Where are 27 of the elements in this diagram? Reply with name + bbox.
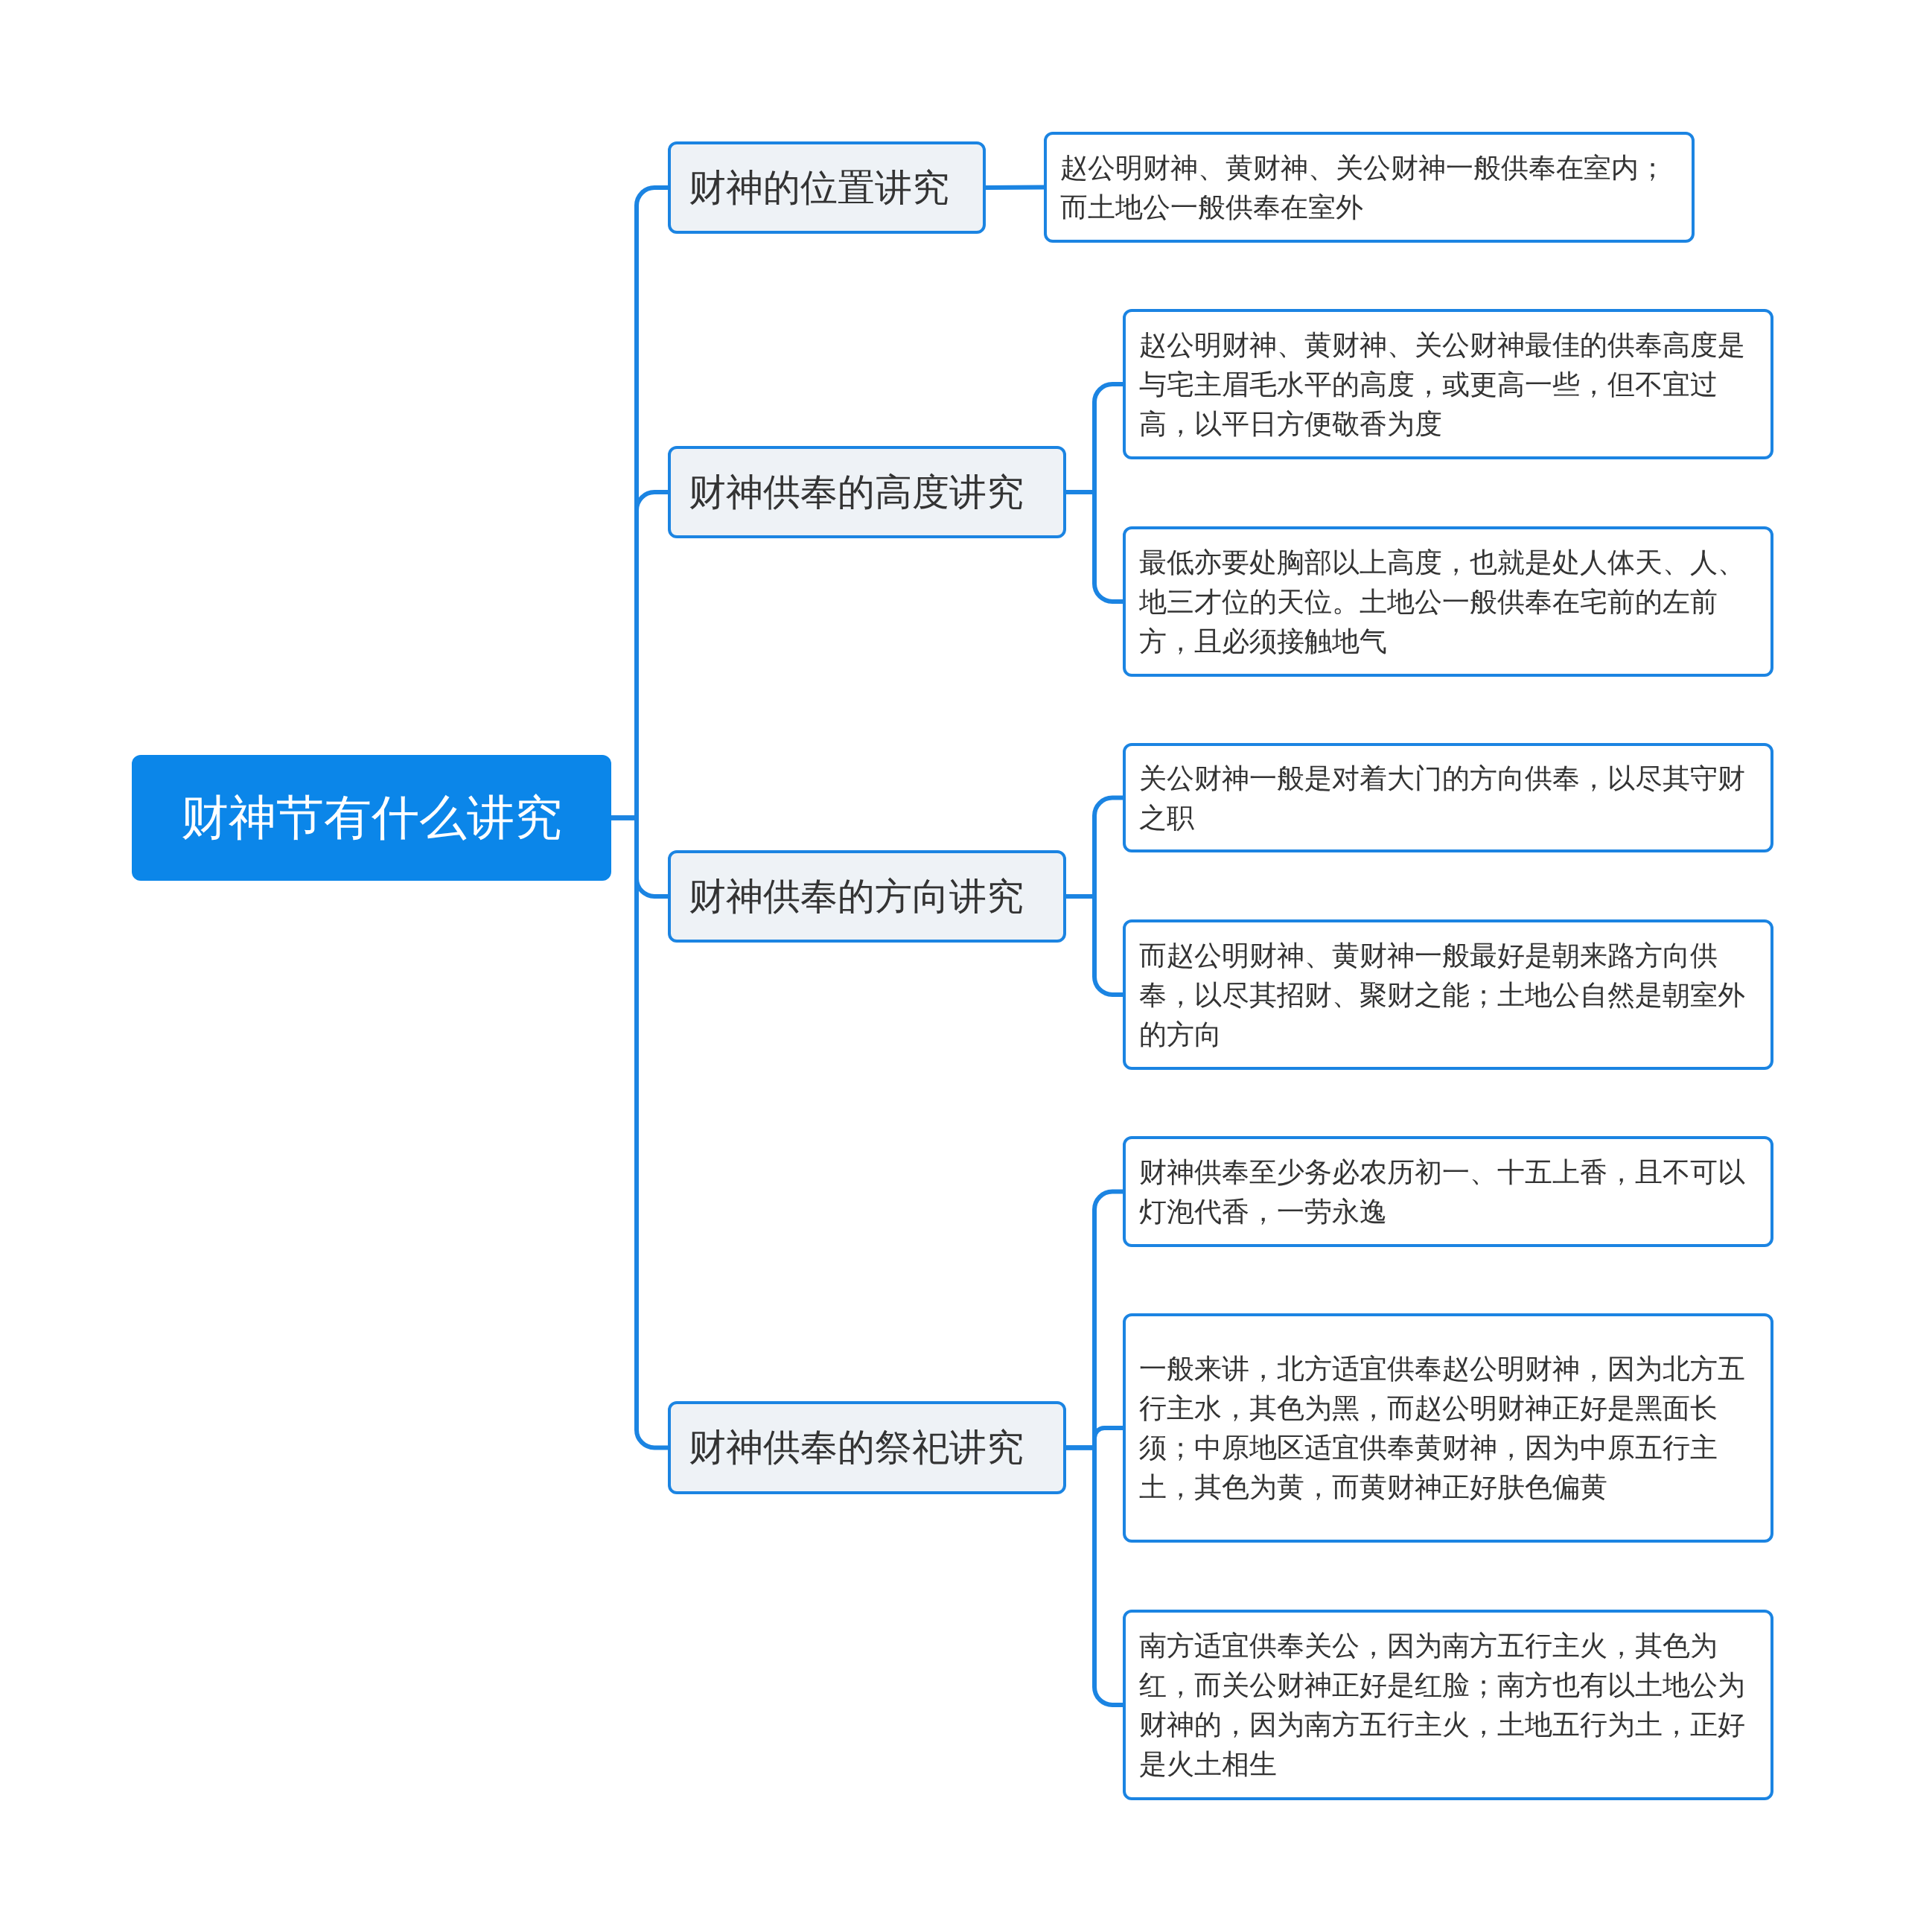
topic-text: 财神的位置讲究	[689, 165, 949, 211]
subtopic-text: 而赵公明财神、黄财神一般最好是朝来路方向供奉，以尽其招财、聚财之能；土地公自然是朝室外的方向	[1139, 938, 1746, 1052]
topic-text: 财神供奉的祭祀讲究	[689, 1425, 1024, 1470]
subtopic-box	[1123, 1136, 1773, 1247]
subtopic-text: 财神供奉至少务必农历初一、十五上香，且不可以灯泡代香，一劳永逸	[1139, 1155, 1746, 1229]
central-topic-text: 财神节有什么讲究	[181, 789, 562, 847]
subtopic-box	[1123, 526, 1773, 677]
subtopic-text: 最低亦要处胸部以上高度，也就是处人体天、人、地三才位的天位。土地公一般供奉在宅前的左前方，且必须接触地气	[1139, 545, 1746, 659]
topic-box	[668, 850, 1066, 943]
connector-line	[985, 185, 1045, 190]
subtopic-box	[1044, 132, 1695, 243]
topic-box	[668, 141, 986, 234]
central-topic-box	[132, 755, 611, 881]
subtopic-box	[1123, 1610, 1773, 1800]
subtopic-box	[1123, 309, 1773, 459]
topic-box	[668, 446, 1066, 538]
subtopic-text: 关公财神一般是对着大门的方向供奉，以尽其守财之职	[1139, 761, 1746, 835]
subtopic-text: 赵公明财神、黄财神、关公财神一般供奉在室内；而土地公一般供奉在室外	[1060, 150, 1667, 225]
subtopic-box	[1123, 919, 1773, 1070]
subtopic-box	[1123, 743, 1773, 852]
subtopic-text: 赵公明财神、黄财神、关公财神最佳的供奉高度是与宅主眉毛水平的高度，或更高一些，但不宜过高，以平日方便敬香为度	[1139, 328, 1746, 441]
topic-box	[668, 1401, 1066, 1494]
subtopic-text: 南方适宜供奉关公，因为南方五行主火，其色为红，而关公财神正好是红脸；南方也有以土地公为财神的，因为南方五行主火，土地五行为土，正好是火土相生	[1139, 1629, 1746, 1782]
subtopic-box	[1123, 1313, 1773, 1543]
topic-text: 财神供奉的高度讲究	[689, 469, 1024, 515]
subtopic-text: 一般来讲，北方适宜供奉赵公明财神，因为北方五行主水，其色为黑，而赵公明财神正好是黑面长须；中原地区适宜供奉黄财神，因为中原五行主土，其色为黄，而黄财神正好肤色偏黄	[1139, 1352, 1746, 1505]
topic-text: 财神供奉的方向讲究	[689, 873, 1024, 919]
